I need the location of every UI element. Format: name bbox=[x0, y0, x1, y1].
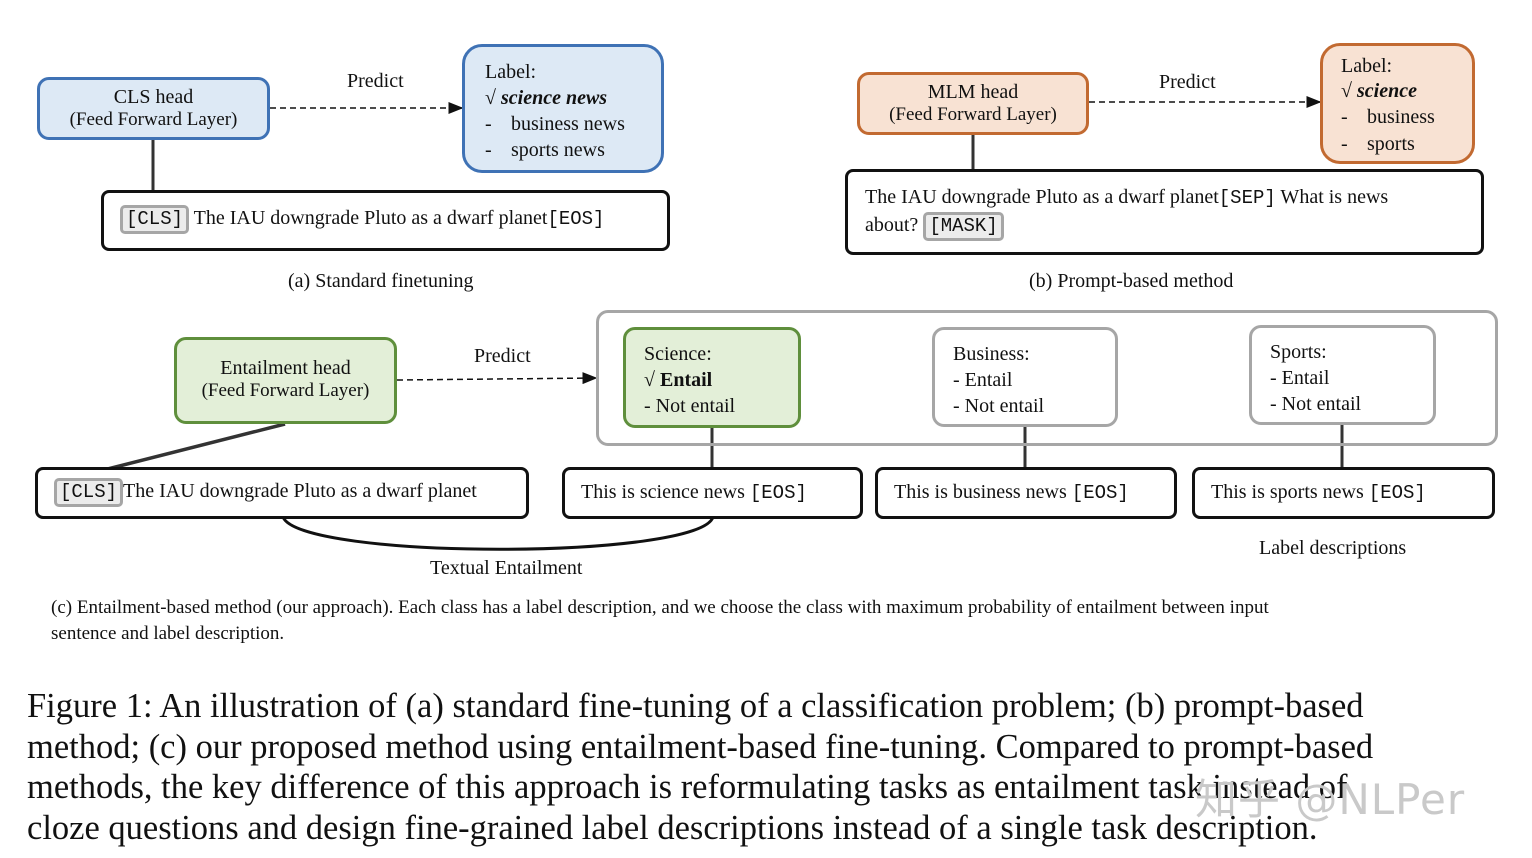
class-title-sports: Sports: bbox=[1270, 341, 1327, 363]
label-selected-text-b: science bbox=[1356, 80, 1417, 102]
label-option-a: -business news bbox=[485, 113, 625, 135]
figure-caption: Figure 1: An illustration of (a) standar… bbox=[27, 686, 1505, 848]
label-title-a: Label: bbox=[485, 61, 537, 83]
class-selected-science: √ Entail bbox=[644, 369, 713, 391]
entailment-arc bbox=[281, 516, 715, 551]
label-option-b: -sports bbox=[1341, 133, 1415, 155]
class-box-sports: Sports: - Entail - Not entail bbox=[1249, 325, 1436, 425]
entailment-head-title: Entailment head bbox=[220, 357, 351, 379]
class-box-science: Science: √ Entail - Not entail bbox=[623, 327, 801, 428]
label-descriptions-label: Label descriptions bbox=[1259, 537, 1407, 559]
class-option-sports: - Entail bbox=[1270, 367, 1330, 389]
input-sentence-c: [CLS]The IAU downgrade Pluto as a dwarf … bbox=[35, 467, 529, 519]
watermark: 知乎 @NLPer bbox=[1195, 775, 1466, 824]
mlm-head-subtitle: (Feed Forward Layer) bbox=[889, 104, 1057, 125]
caption-a: (a) Standard finetuning bbox=[288, 270, 474, 292]
eos-token: [EOS] bbox=[749, 482, 807, 504]
input-line-b2: about? [MASK] bbox=[865, 212, 1481, 241]
input-text-b2: What is news bbox=[1275, 186, 1389, 208]
input-text-b3: about? bbox=[865, 214, 924, 236]
class-title-business: Business: bbox=[953, 343, 1030, 365]
class-other-science: - Not entail bbox=[644, 395, 736, 417]
cls-token: [CLS] bbox=[120, 205, 190, 234]
predict-arrow-c bbox=[396, 372, 598, 385]
figure-caption-line: cloze questions and design fine-grained … bbox=[27, 808, 1318, 847]
textual-entailment-label: Textual Entailment bbox=[430, 557, 583, 579]
label-selected-b: √ science bbox=[1341, 79, 1472, 104]
caption-b: (b) Prompt-based method bbox=[1029, 270, 1234, 292]
description-box-sports: This is sports news [EOS] bbox=[1192, 467, 1495, 519]
entailment-head-box: Entailment head (Feed Forward Layer) bbox=[174, 337, 397, 424]
cls-head-subtitle: (Feed Forward Layer) bbox=[69, 109, 238, 130]
figure-caption-line: method; (c) our proposed method using en… bbox=[27, 727, 1374, 766]
mask-token: [MASK] bbox=[923, 212, 1004, 241]
label-selected-text-a: science news bbox=[500, 87, 608, 109]
figure-caption-line: methods, the key difference of this appr… bbox=[27, 768, 1348, 806]
check-icon: √ bbox=[485, 87, 496, 109]
class-group bbox=[596, 310, 1498, 446]
cls-head-title: CLS head bbox=[113, 86, 194, 108]
eos-token: [EOS] bbox=[1071, 482, 1129, 504]
mlm-head-title: MLM head bbox=[927, 81, 1019, 103]
check-icon: √ bbox=[1341, 80, 1352, 102]
class-option-business: - Entail bbox=[953, 369, 1013, 391]
class-option-sports: - Not entail bbox=[1270, 393, 1362, 415]
cls-token: [CLS] bbox=[54, 478, 124, 507]
figure-caption-line: Figure 1: An illustration of (a) standar… bbox=[27, 687, 1364, 725]
predict-label-c: Predict bbox=[474, 345, 531, 367]
class-box-business: Business: - Entail - Not entail bbox=[932, 327, 1118, 427]
label-option-a: -sports news bbox=[485, 139, 605, 161]
input-sentence-a: [CLS] The IAU downgrade Pluto as a dwarf… bbox=[101, 190, 670, 251]
input-sentence-b: The IAU downgrade Pluto as a dwarf plane… bbox=[845, 169, 1484, 255]
cls-head-box: CLS head (Feed Forward Layer) bbox=[37, 77, 270, 140]
input-text-b: The IAU downgrade Pluto as a dwarf plane… bbox=[865, 186, 1219, 208]
input-text-c: The IAU downgrade Pluto as a dwarf plane… bbox=[123, 480, 477, 502]
connector-cls-c bbox=[87, 422, 286, 476]
predict-label-b: Predict bbox=[1159, 71, 1216, 93]
label-box-b: Label: √ science -business -sports bbox=[1320, 43, 1475, 164]
caption-c-line: (c) Entailment-based method (our approac… bbox=[51, 597, 1269, 618]
input-text-a: The IAU downgrade Pluto as a dwarf plane… bbox=[189, 207, 548, 229]
input-line-b1: The IAU downgrade Pluto as a dwarf plane… bbox=[865, 186, 1481, 212]
class-title-science: Science: bbox=[644, 343, 712, 365]
class-option-business: - Not entail bbox=[953, 395, 1045, 417]
eos-token: [EOS] bbox=[547, 208, 605, 230]
caption-c-line: sentence and label description. bbox=[51, 623, 285, 644]
check-icon: √ bbox=[644, 369, 655, 391]
entailment-head-subtitle: (Feed Forward Layer) bbox=[201, 380, 370, 401]
predict-label-a: Predict bbox=[347, 70, 404, 92]
description-box-science: This is science news [EOS] bbox=[562, 467, 863, 519]
label-selected-a: √ science news bbox=[485, 85, 661, 111]
caption-c: (c) Entailment-based method (our approac… bbox=[51, 595, 1471, 647]
label-option-b: -business bbox=[1341, 106, 1435, 128]
label-box-a: Label: √ science news -business news -sp… bbox=[462, 44, 664, 173]
eos-token: [EOS] bbox=[1368, 482, 1426, 504]
mlm-head-box: MLM head (Feed Forward Layer) bbox=[857, 72, 1089, 135]
sep-token: [SEP] bbox=[1218, 187, 1276, 209]
label-title-b: Label: bbox=[1341, 55, 1393, 77]
description-box-business: This is business news [EOS] bbox=[875, 467, 1177, 519]
